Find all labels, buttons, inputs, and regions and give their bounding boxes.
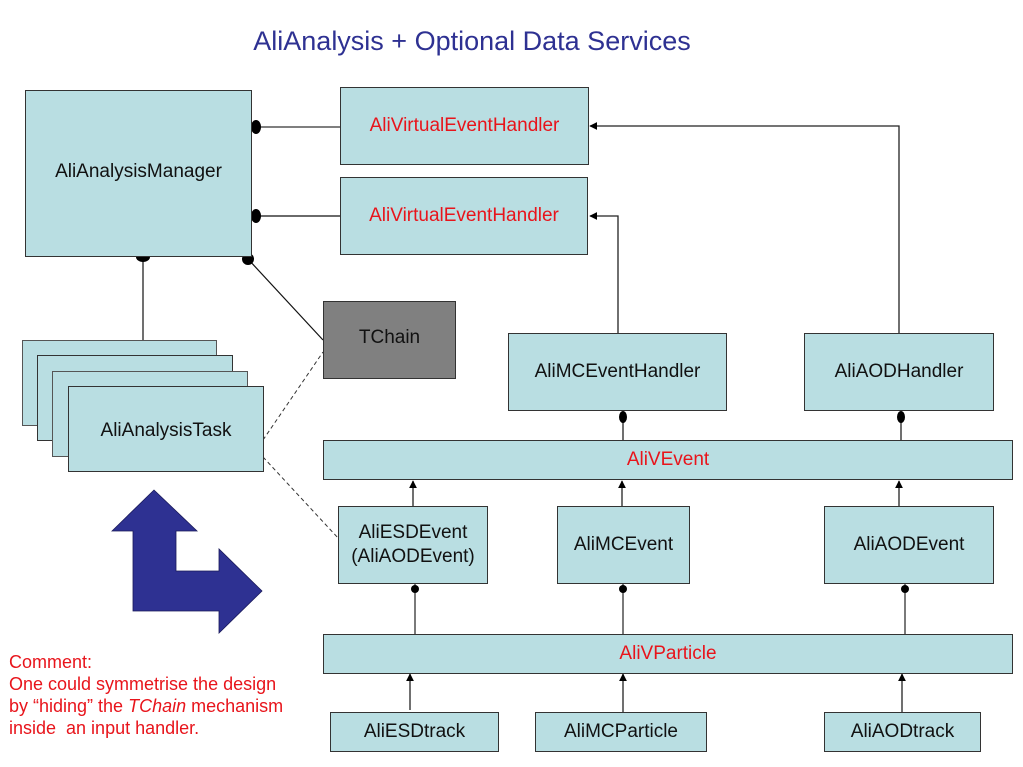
aggregation-dot [897,411,905,423]
aod-track-box: AliAODtrack [824,712,981,752]
mc-particle-box: AliMCParticle [535,712,707,752]
virtual-event-handler-box-1: AliVirtualEventHandler [340,87,589,165]
vparticle-box: AliVParticle [323,634,1013,674]
comment-line-2: One could symmetrise the design [9,674,277,694]
analysis-task-box: AliAnalysisTask [68,386,264,472]
esd-event-label: AliESDEvent [358,522,468,544]
aggregation-dot [411,585,419,593]
comment-tchain-emphasis: TChain [128,696,187,716]
aod-event-box: AliAODEvent [824,506,994,584]
aggregation-dot [251,120,261,134]
aggregation-dot [619,585,627,593]
comment-heading: Comment: [9,652,93,672]
page-title: AliAnalysis + Optional Data Services [253,26,691,56]
vparticle-label: AliVParticle [619,643,717,665]
aggregation-dot [619,411,627,423]
esd-track-box: AliESDtrack [330,712,499,752]
mc-event-handler-box: AliMCEventHandler [508,333,727,411]
comment-line-4: inside an input handler. [9,718,200,738]
aod-event-alt-label: (AliAODEvent) [351,546,475,567]
virtual-event-handler-label-2: AliVirtualEventHandler [369,205,559,227]
mc-event-box: AliMCEvent [557,506,690,584]
esd-event-box: AliESDEvent (AliAODEvent) [338,506,488,584]
aod-track-label: AliAODtrack [850,721,955,743]
tchain-label: TChain [358,327,421,349]
comment-line-3-post: mechanism [186,696,284,716]
aggregation-dot [251,209,261,223]
analysis-manager-box: AliAnalysisManager [25,90,252,257]
esd-track-label: AliESDtrack [363,721,466,743]
tchain-box: TChain [323,301,456,379]
mchandler-to-vhandler2-arrow [589,212,619,333]
design-comment: Comment: One could symmetrise the design… [9,651,283,739]
vevent-box: AliVEvent [323,440,1013,480]
manager-to-tchain-line [247,258,324,341]
virtual-event-handler-box-2: AliVirtualEventHandler [340,177,588,255]
mc-particle-label: AliMCParticle [563,721,679,743]
vevent-label: AliVEvent [626,449,710,471]
bent-arrow-icon [111,489,263,634]
aod-handler-label: AliAODHandler [834,361,964,383]
aod-event-label: AliAODEvent [853,534,965,556]
analysis-manager-label: AliAnalysisManager [55,161,222,183]
mc-event-handler-label: AliMCEventHandler [534,361,701,383]
aod-handler-box: AliAODHandler [804,333,994,411]
task-to-esdevent-dotted [262,456,340,540]
aggregation-dot [901,585,909,593]
aodhandler-to-vhandler1-arrow [589,122,900,333]
mc-event-label: AliMCEvent [573,534,674,556]
virtual-event-handler-label-1: AliVirtualEventHandler [369,115,560,137]
analysis-task-label: AliAnalysisTask [100,419,232,441]
task-to-tchain-dotted [262,351,324,441]
comment-line-3-pre: by “hiding” the [9,696,129,716]
